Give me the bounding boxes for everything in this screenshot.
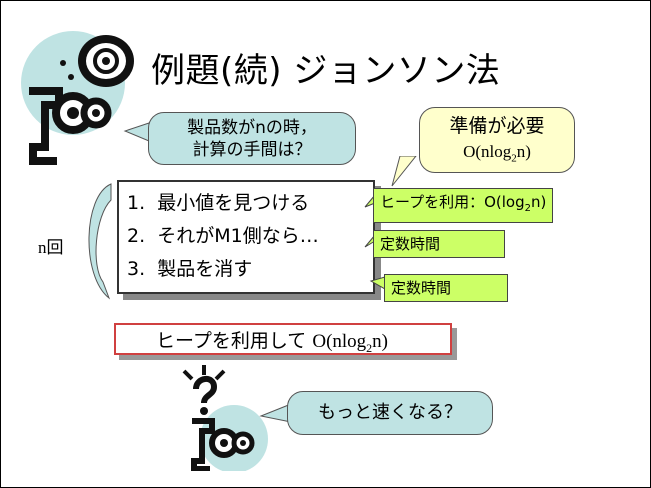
- algorithm-steps-box: 1. 最小値を見つける 2. それがM1側なら… 3. 製品を消す: [117, 180, 375, 294]
- callout-tails: [364, 193, 386, 290]
- faster-bubble: もっと速くなる？: [287, 391, 493, 435]
- loop-arrow-icon: [88, 183, 112, 300]
- prep-bubble-tail: [391, 156, 417, 187]
- step-2: 2. それがM1側なら…: [127, 225, 319, 247]
- question-bubble: 製品数がnの時， 計算の手間は？: [148, 112, 356, 165]
- step-3: 3. 製品を消す: [127, 258, 253, 280]
- thinking-face-icon: [21, 31, 134, 165]
- question-line-1: 製品数がnの時，: [187, 118, 317, 138]
- step-1: 1. 最小値を見つける: [127, 192, 310, 214]
- prep-bubble: 準備が必要 O(nlog2n): [419, 107, 575, 173]
- question-line-2: 計算の手間は？: [192, 140, 312, 160]
- result-formula: O(nlog2n): [312, 331, 388, 355]
- prep-line-1: 準備が必要: [449, 115, 545, 137]
- heap-callout: ヒープを利用：O(log2n): [373, 188, 554, 223]
- result-box: ヒープを利用して O(nlog2n): [114, 323, 452, 355]
- page-title: 例題(続) ジョンソン法: [151, 51, 501, 91]
- prep-line-2: O(nlog2n): [463, 142, 531, 165]
- constant-time-callout-2: 定数時間: [384, 274, 508, 302]
- loop-count-label: n回: [38, 238, 64, 257]
- question-face-icon: [182, 365, 268, 471]
- constant-time-callout-1: 定数時間: [373, 230, 505, 258]
